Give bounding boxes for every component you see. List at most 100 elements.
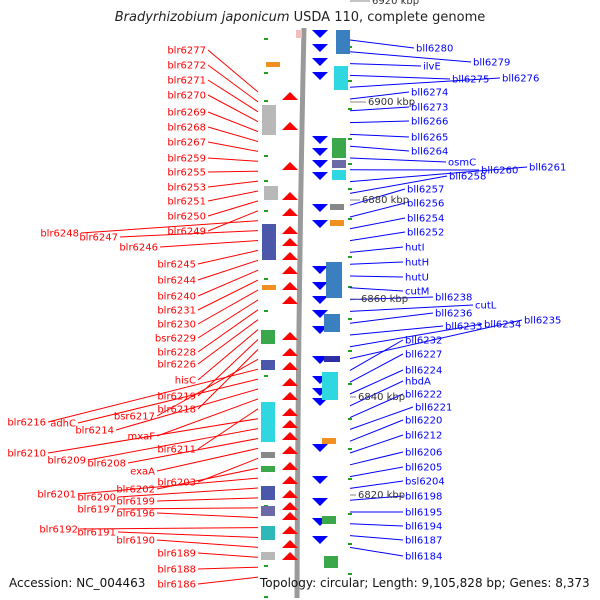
connector-mxaF xyxy=(156,398,259,437)
gene-label-bll6280: bll6280 xyxy=(416,44,453,55)
left-strand-arrow xyxy=(282,266,298,274)
right-strand-arrow xyxy=(312,72,328,80)
gene-label-bsr6229: bsr6229 xyxy=(155,334,196,345)
connector-hutU xyxy=(349,275,404,278)
left-strand-arrow xyxy=(282,208,298,216)
connector-bll6233 xyxy=(349,325,444,336)
gene-label-blr6190: blr6190 xyxy=(116,536,155,547)
connector-bll6236 xyxy=(349,312,434,324)
gene-label-bll6233: bll6233 xyxy=(445,322,482,333)
connector-blr6248 xyxy=(80,220,259,234)
right-track-tick xyxy=(348,478,352,480)
gene-label-bll6279: bll6279 xyxy=(473,58,510,69)
position-label: 6880 kbp xyxy=(362,195,409,206)
gene-label-blr6186: blr6186 xyxy=(157,580,196,591)
gene-label-blr6240: blr6240 xyxy=(157,292,196,303)
connector-blr6259 xyxy=(207,157,259,162)
right-strand-arrow xyxy=(312,58,328,66)
gene-label-bll6198: bll6198 xyxy=(405,492,442,503)
left-track-tick xyxy=(264,596,268,598)
gene-label-blr6203: blr6203 xyxy=(157,478,196,489)
left-strand-arrow xyxy=(282,502,298,510)
gene-label-blr6269: blr6269 xyxy=(167,108,206,119)
left-strand-arrow xyxy=(282,226,298,234)
connector-bll6257 xyxy=(349,188,406,206)
left-feature-block xyxy=(262,285,276,290)
left-strand-arrow xyxy=(282,420,298,428)
connector-hutI xyxy=(349,246,404,253)
gene-label-blr6219: blr6219 xyxy=(157,392,196,403)
gene-label-bll6238: bll6238 xyxy=(435,293,472,304)
topology-text: Topology: circular; Length: 9,105,828 bp… xyxy=(260,576,590,590)
gene-label-blr6210: blr6210 xyxy=(7,449,46,460)
right-track-tick xyxy=(348,448,352,450)
gene-label-blr6208: blr6208 xyxy=(87,459,126,470)
connector-bll6264 xyxy=(349,145,410,152)
connector-bll6238 xyxy=(349,296,434,301)
gene-label-cutL: cutL xyxy=(475,301,497,312)
connector-bll6252 xyxy=(349,231,406,242)
right-track-tick xyxy=(348,218,352,220)
right-strand-arrow xyxy=(312,536,328,544)
gene-label-bll6266: bll6266 xyxy=(411,117,448,128)
left-feature-block xyxy=(262,105,276,135)
gene-label-bll6184: bll6184 xyxy=(405,552,442,563)
left-strand-arrow xyxy=(282,408,298,416)
connector-blr6214 xyxy=(115,388,259,431)
gene-label-blr6268: blr6268 xyxy=(167,123,206,134)
right-strand-arrow xyxy=(312,172,328,180)
gene-label-blr6188: blr6188 xyxy=(157,565,196,576)
left-strand-arrow xyxy=(282,512,298,520)
gene-label-blr6218: blr6218 xyxy=(157,405,196,416)
gene-label-bll6222: bll6222 xyxy=(405,390,442,401)
gene-label-blr6251: blr6251 xyxy=(167,197,206,208)
organism-name: Bradyrhizobium japonicum xyxy=(114,10,290,25)
right-strand-arrow xyxy=(312,220,328,228)
gene-label-blr6246: blr6246 xyxy=(119,243,158,254)
right-strand-arrow xyxy=(312,476,328,484)
connector-bll6224 xyxy=(349,369,404,395)
gene-label-blr6216: blr6216 xyxy=(7,418,46,429)
left-strand-arrow xyxy=(282,462,298,470)
gene-label-blr6247: blr6247 xyxy=(79,233,118,244)
left-strand-arrow xyxy=(282,332,298,340)
connector-blr6189 xyxy=(197,552,259,558)
left-track-tick xyxy=(264,375,268,377)
connector-blr6230 xyxy=(197,289,259,325)
gene-label-bll6276: bll6276 xyxy=(502,74,539,85)
gene-label-bll6224: bll6224 xyxy=(405,366,442,377)
left-strand-arrow xyxy=(282,362,298,370)
gene-label-blr6249: blr6249 xyxy=(167,227,206,238)
left-strand-arrow xyxy=(282,540,298,548)
gene-label-bll6260: bll6260 xyxy=(481,166,518,177)
left-feature-block xyxy=(261,452,275,458)
left-strand-arrow xyxy=(282,348,298,356)
left-feature-block xyxy=(261,330,275,344)
position-label: 6840 kbp xyxy=(358,392,405,403)
gene-label-osmC: osmC xyxy=(448,158,476,169)
connector-bll6198 xyxy=(349,495,404,501)
gene-label-bll6220: bll6220 xyxy=(405,416,442,427)
connector-blr6219 xyxy=(197,339,259,397)
connector-hbdA xyxy=(349,380,404,407)
connector-cutL xyxy=(349,304,474,312)
top-marker xyxy=(296,30,302,38)
right-track-tick xyxy=(348,286,352,288)
right-feature-block xyxy=(334,66,348,90)
gene-label-adhC: adhC xyxy=(50,419,76,430)
gene-label-blr6248: blr6248 xyxy=(40,229,79,240)
gene-label-blr6277: blr6277 xyxy=(167,46,206,57)
gene-label-blr6228: blr6228 xyxy=(157,348,196,359)
label-connectors xyxy=(47,39,528,585)
gene-label-bll6274: bll6274 xyxy=(411,88,448,99)
left-strand-arrow xyxy=(282,282,298,290)
right-strand-arrow xyxy=(312,148,328,156)
gene-label-hutH: hutH xyxy=(405,258,429,269)
right-strand-arrow xyxy=(312,296,328,304)
gene-label-hbdA: hbdA xyxy=(405,377,431,388)
connector-bll6232 xyxy=(349,339,404,371)
left-track-tick xyxy=(264,155,268,157)
right-strand-arrow xyxy=(312,498,328,506)
connector-bll6280 xyxy=(349,39,415,49)
gene-label-bll6234: bll6234 xyxy=(484,320,521,331)
